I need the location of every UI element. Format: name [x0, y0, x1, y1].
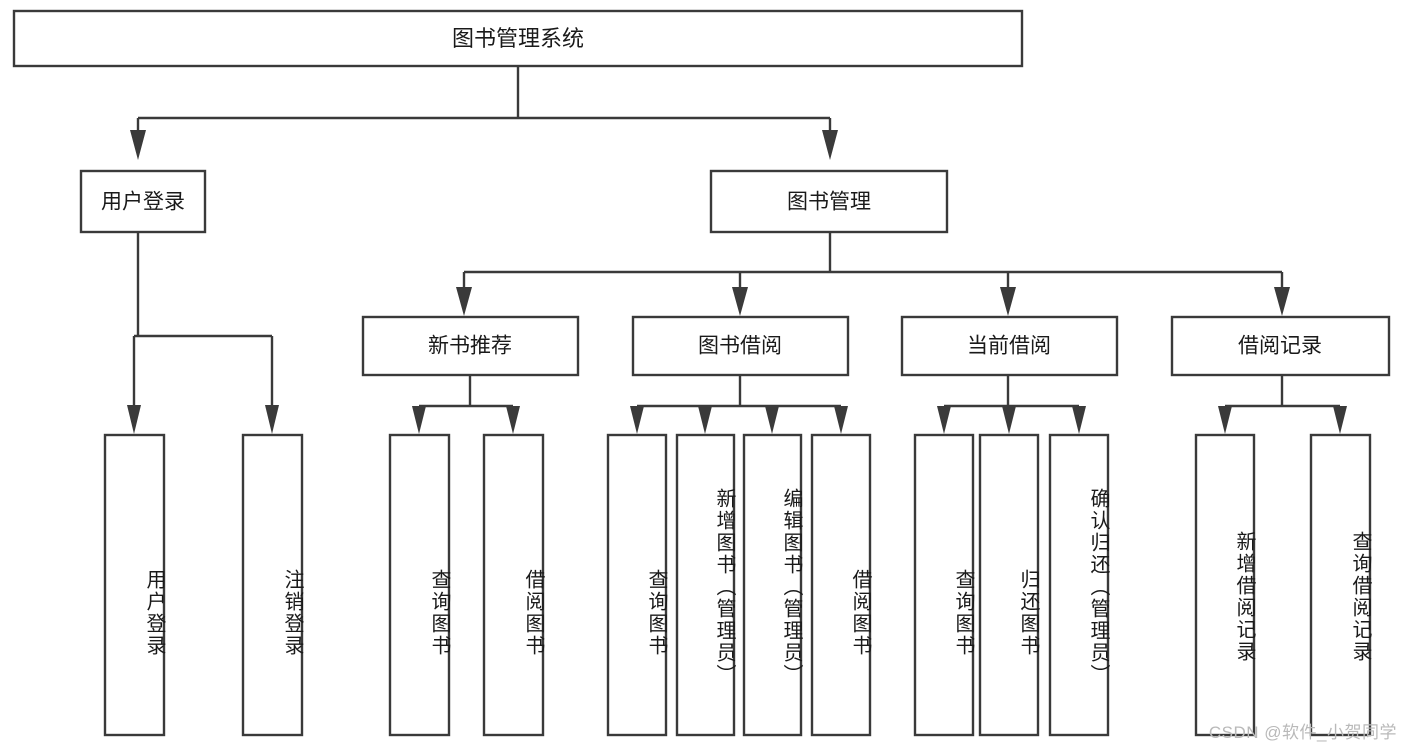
connector-new-book-recommend-to-leaves	[412, 375, 520, 434]
node-current-borrow-label: 当前借阅	[967, 335, 1051, 358]
node-user-login-label: 用户登录	[101, 191, 185, 214]
node-current-borrow-box[interactable]	[900, 315, 1119, 377]
connector-borrow-record-to-leaves	[1218, 375, 1347, 434]
arrowhead-leaf-user-login	[127, 405, 141, 434]
arrowhead-borrow-leaf-1	[630, 406, 644, 434]
arrowhead-recommend-leaf-2	[506, 406, 520, 434]
leaf-box-borrow-borrow-book[interactable]	[810, 433, 872, 737]
node-borrow-record-box[interactable]	[1170, 315, 1391, 377]
node-root[interactable]: 图书管理系统	[12, 9, 1024, 68]
leaf-box-borrow-edit-book[interactable]	[742, 433, 803, 737]
node-book-management-box[interactable]	[709, 169, 949, 234]
csdn-watermark: CSDN @软件_小贺同学	[1208, 723, 1397, 742]
arrowhead-current-leaf-3	[1072, 406, 1086, 434]
node-root-label: 图书管理系统	[452, 26, 584, 51]
leaf-box-borrow-query-book[interactable]	[606, 433, 668, 737]
node-new-book-recommend-box[interactable]	[361, 315, 580, 377]
node-book-borrow-label: 图书借阅	[698, 335, 782, 358]
node-user-login[interactable]: 用户登录	[79, 169, 207, 234]
leaf-box-logout[interactable]	[241, 433, 304, 737]
arrowhead-current-leaf-1	[937, 406, 951, 434]
arrowhead-borrow-leaf-3	[765, 406, 779, 434]
connector-current-borrow-to-leaves	[937, 375, 1086, 434]
arrowhead-borrow-leaf-2	[698, 406, 712, 434]
node-book-management[interactable]: 图书管理	[709, 169, 949, 234]
leaf-box-recommend-query-book[interactable]	[388, 433, 451, 737]
arrowhead-book-borrow	[732, 287, 748, 316]
node-borrow-record-label: 借阅记录	[1238, 335, 1322, 358]
connector-book-borrow-to-leaves	[630, 375, 848, 434]
leaf-box-current-return-book[interactable]	[978, 433, 1040, 737]
leaf-box-current-confirm-return[interactable]	[1048, 433, 1110, 737]
arrowhead-borrow-record	[1274, 287, 1290, 316]
leaf-box-user-login[interactable]	[103, 433, 166, 737]
arrowhead-current-borrow	[1000, 287, 1016, 316]
arrowhead-borrow-leaf-4	[834, 406, 848, 434]
arrowhead-record-leaf-2	[1333, 406, 1347, 434]
arrowhead-current-leaf-2	[1002, 406, 1016, 434]
arrowhead-leaf-logout	[265, 405, 279, 434]
connector-book-mgmt-to-level3	[456, 231, 1290, 316]
arrowhead-book-management	[822, 130, 838, 160]
node-current-borrow[interactable]: 当前借阅	[900, 315, 1119, 377]
leaf-box-recommend-borrow-book[interactable]	[482, 433, 545, 737]
node-user-login-box[interactable]	[79, 169, 207, 234]
connector-user-login-to-leaves	[127, 232, 279, 434]
node-book-borrow[interactable]: 图书借阅	[631, 315, 850, 377]
node-new-book-recommend-label: 新书推荐	[428, 335, 512, 358]
node-book-management-label: 图书管理	[787, 191, 871, 214]
node-new-book-recommend[interactable]: 新书推荐	[361, 315, 580, 377]
node-book-borrow-box[interactable]	[631, 315, 850, 377]
leaf-box-borrow-add-book[interactable]	[675, 433, 736, 737]
node-borrow-record[interactable]: 借阅记录	[1170, 315, 1391, 377]
node-root-box[interactable]	[12, 9, 1024, 68]
leaf-box-current-query-book[interactable]	[913, 433, 975, 737]
connector-root-to-level2	[130, 66, 838, 160]
leaf-box-record-add[interactable]	[1194, 433, 1256, 737]
arrowhead-recommend-leaf-1	[412, 406, 426, 434]
leaf-box-record-query[interactable]	[1309, 433, 1372, 737]
arrowhead-record-leaf-1	[1218, 406, 1232, 434]
arrowhead-user-login	[130, 130, 146, 160]
arrowhead-new-book-recommend	[456, 287, 472, 316]
